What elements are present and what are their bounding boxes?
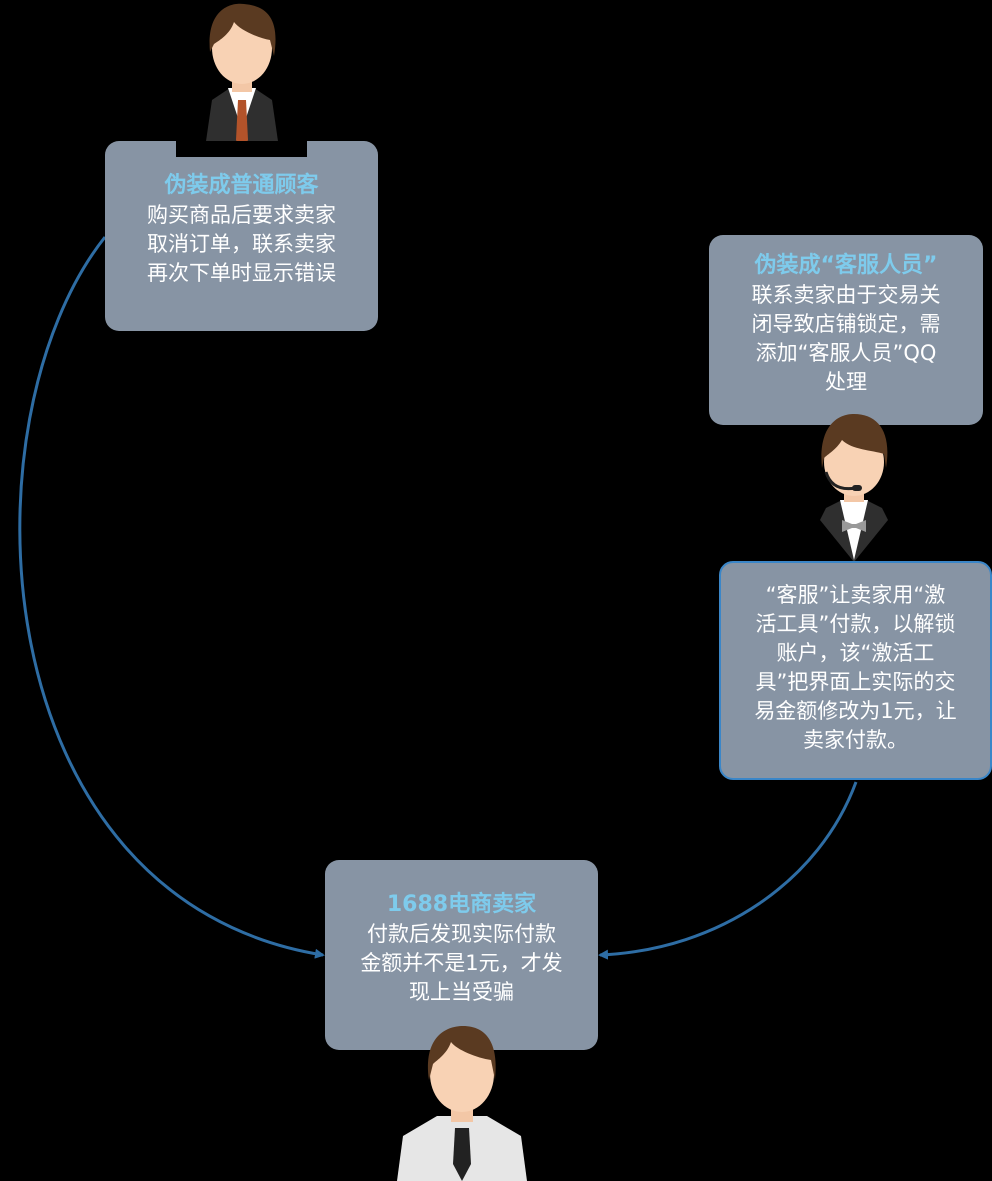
fake-service-line: 添加“客服人员”QQ <box>755 341 937 365</box>
fake-customer-line: 购买商品后要求卖家 <box>147 203 336 227</box>
arrow-service-to-seller <box>598 781 858 960</box>
activation-tool-line: 账户，该“激活工 <box>776 641 935 665</box>
seller-line: 付款后发现实际付款 <box>367 922 556 946</box>
activation-tool-line: 具”把界面上实际的交 <box>755 670 956 694</box>
seller-avatar-icon <box>397 1026 527 1181</box>
fake-service-title: 伪装成“客服人员” <box>754 253 938 278</box>
fake-customer-line: 再次下单时显示错误 <box>147 261 336 285</box>
seller-line: 金额并不是1元，才发 <box>360 951 563 975</box>
box-notch <box>176 141 307 157</box>
activation-tool-line: 易金额修改为1元，让 <box>754 699 957 723</box>
fake-customer-box: 伪装成普通顾客 购买商品后要求卖家 取消订单，联系卖家 再次下单时显示错误 <box>105 141 378 331</box>
fake-customer-line: 取消订单，联系卖家 <box>147 232 336 256</box>
seller-title: 1688电商卖家 <box>386 892 537 917</box>
fake-service-box: 伪装成“客服人员” 联系卖家由于交易关 闭导致店铺锁定，需 添加“客服人员”QQ… <box>709 235 983 425</box>
seller-line: 现上当受骗 <box>409 980 514 1004</box>
fake-service-line: 联系卖家由于交易关 <box>751 283 941 307</box>
activation-tool-line: 卖家付款。 <box>803 728 908 752</box>
fake-service-line: 处理 <box>825 370 867 394</box>
arrow-customer-to-seller <box>18 236 325 959</box>
activation-tool-box: “客服”让卖家用“激 活工具”付款，以解锁 账户，该“激活工 具”把界面上实际的… <box>719 561 992 780</box>
fake-customer-title: 伪装成普通顾客 <box>164 173 319 198</box>
fake-service-line: 闭导致店铺锁定，需 <box>751 312 941 336</box>
activation-tool-line: 活工具”付款，以解锁 <box>755 612 956 636</box>
businessman-avatar-icon <box>204 3 280 155</box>
seller-box: 1688电商卖家 付款后发现实际付款 金额并不是1元，才发 现上当受骗 <box>325 860 598 1050</box>
activation-tool-line: “客服”让卖家用“激 <box>765 583 946 607</box>
customer-service-avatar-icon <box>820 414 888 562</box>
